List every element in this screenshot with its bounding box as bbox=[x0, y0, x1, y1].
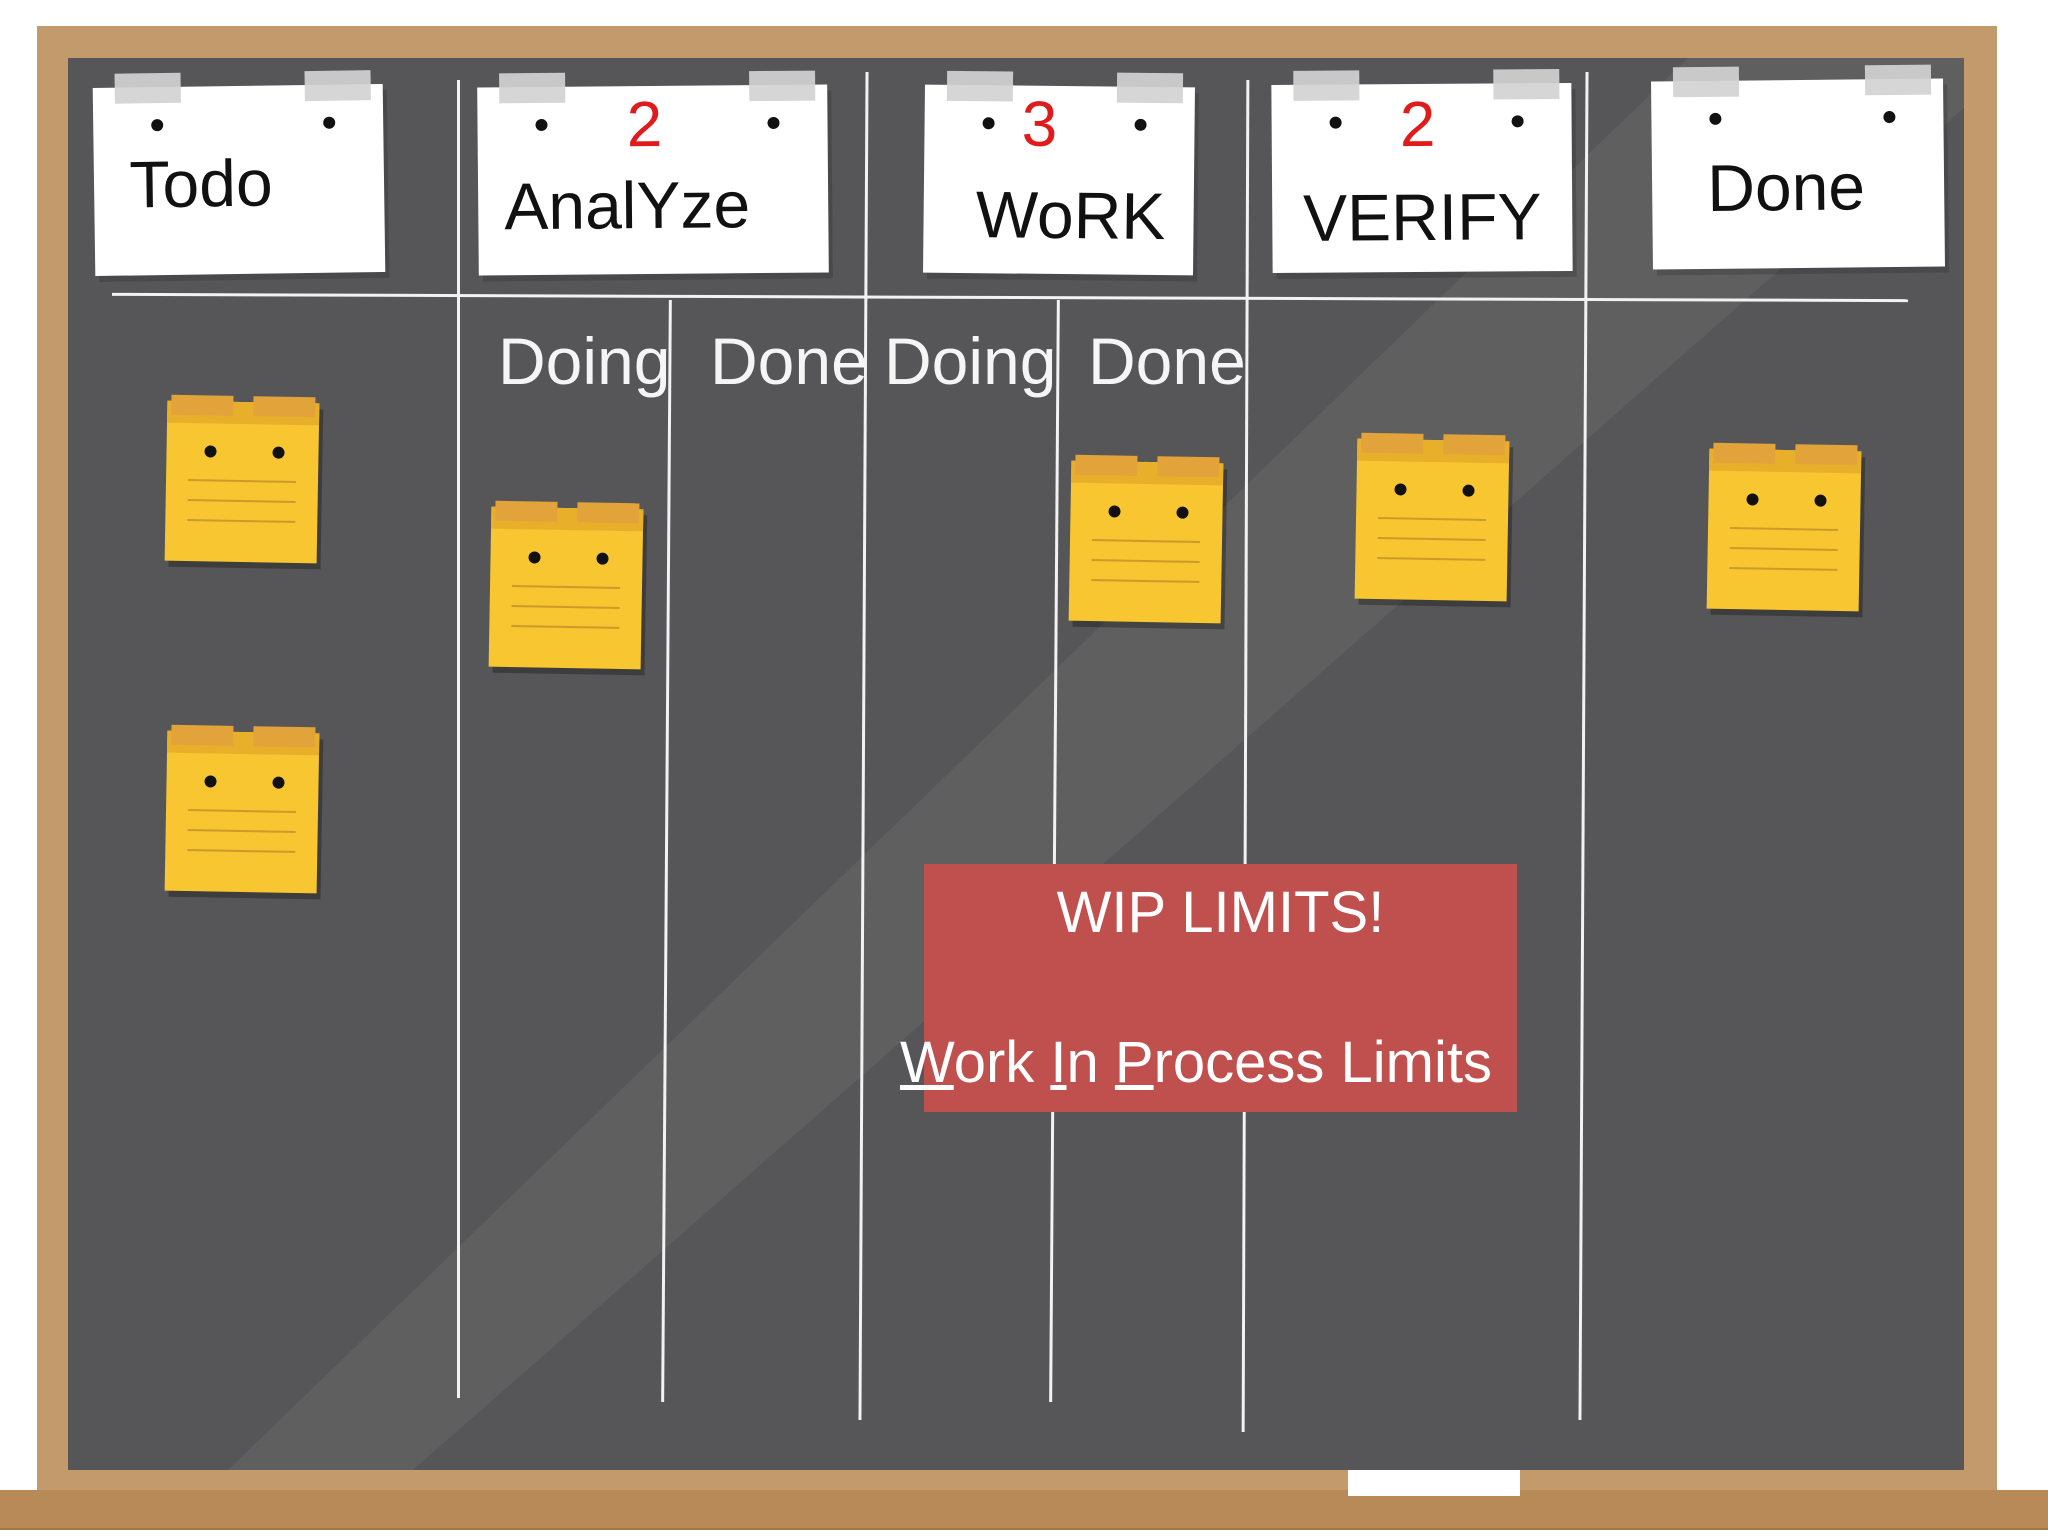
underlined-initial: P bbox=[1114, 1030, 1154, 1095]
scribble-line bbox=[1377, 537, 1486, 541]
scribble-line bbox=[187, 849, 296, 853]
tape bbox=[114, 72, 181, 104]
pin-hole bbox=[272, 776, 285, 789]
column-title: Todo bbox=[128, 145, 274, 222]
pin-hole bbox=[1462, 484, 1475, 497]
column-header-todo: Todo bbox=[92, 70, 386, 277]
column-title: Done bbox=[1706, 149, 1866, 225]
chalkboard-sheen bbox=[228, 58, 1964, 1470]
tape bbox=[1075, 454, 1138, 476]
sticky-note bbox=[488, 500, 644, 670]
subtitle-text: rocess Limits bbox=[1153, 1030, 1492, 1095]
sticky-note bbox=[1354, 432, 1510, 602]
sticky-note bbox=[1068, 454, 1224, 624]
column-header-analyze: 2 AnalYze bbox=[477, 70, 829, 276]
pin-hole bbox=[204, 445, 217, 458]
scribble-line bbox=[512, 585, 621, 589]
sticky-note bbox=[164, 394, 320, 564]
scribble-line bbox=[511, 625, 620, 629]
tape bbox=[171, 724, 234, 746]
tape bbox=[1672, 66, 1740, 98]
pin-hole bbox=[204, 775, 217, 788]
scribble-line bbox=[1729, 547, 1838, 551]
sticky-note bbox=[1706, 442, 1862, 612]
scribble-line bbox=[1378, 517, 1487, 521]
tape bbox=[1157, 456, 1220, 478]
pin-hole bbox=[1746, 493, 1759, 506]
scribble-line bbox=[511, 605, 620, 609]
subcolumn-label-work-done: Done bbox=[1088, 324, 1246, 398]
subcolumn-label-work-doing: Doing bbox=[884, 324, 1057, 398]
pin-hole bbox=[1814, 494, 1827, 507]
scribble-line bbox=[1377, 557, 1486, 561]
pin-hole bbox=[1176, 506, 1189, 519]
scribble-line bbox=[1730, 527, 1839, 531]
tape bbox=[1443, 434, 1506, 456]
wip-limit-number: 2 bbox=[1399, 87, 1436, 161]
chalkboard bbox=[68, 58, 1964, 1470]
scribble-line bbox=[187, 499, 296, 503]
column-header-done: Done bbox=[1651, 64, 1945, 270]
tape bbox=[253, 726, 316, 748]
wip-limits-banner bbox=[924, 864, 1517, 1112]
scribble-line bbox=[1091, 579, 1200, 583]
tape bbox=[253, 396, 316, 418]
tape bbox=[171, 394, 234, 416]
pin-hole bbox=[1108, 505, 1121, 518]
subcolumn-label-analyze-done: Done bbox=[710, 324, 868, 398]
tape bbox=[577, 502, 640, 524]
wip-limits-subtitle: Work In Process Limits bbox=[900, 1034, 1492, 1092]
scribble-line bbox=[1729, 567, 1838, 571]
subtitle-text: ork bbox=[953, 1030, 1051, 1095]
wip-limit-number: 3 bbox=[1021, 87, 1058, 160]
underlined-initial: I bbox=[1050, 1030, 1067, 1095]
column-divider-todo-analyze bbox=[457, 80, 460, 1398]
tape bbox=[1795, 444, 1858, 466]
pin-hole bbox=[1709, 112, 1722, 125]
column-title: WoRK bbox=[975, 177, 1166, 254]
tape bbox=[304, 70, 371, 102]
pin-hole bbox=[528, 551, 541, 564]
scribble-line bbox=[188, 479, 297, 483]
subcolumn-label-analyze-doing: Doing bbox=[498, 324, 671, 398]
tape bbox=[495, 500, 558, 522]
pin-hole bbox=[596, 552, 609, 565]
wip-limits-title: WIP LIMITS! bbox=[1056, 880, 1385, 945]
pin-hole bbox=[1394, 483, 1407, 496]
column-title: AnalYze bbox=[503, 167, 751, 244]
pin-hole bbox=[323, 116, 336, 129]
tape bbox=[1361, 432, 1424, 454]
tape bbox=[1864, 64, 1932, 96]
chalk-stick bbox=[1348, 1470, 1520, 1496]
scribble-line bbox=[1092, 539, 1201, 543]
scribble-line bbox=[187, 519, 296, 523]
column-header-work: 3 WoRK bbox=[923, 70, 1195, 276]
board-ledge bbox=[0, 1490, 2048, 1530]
column-title: VERIFY bbox=[1302, 179, 1542, 255]
pin-hole bbox=[151, 119, 164, 132]
sticky-note bbox=[164, 724, 320, 894]
scribble-line bbox=[187, 829, 296, 833]
wip-limit-number: 2 bbox=[626, 87, 663, 161]
scribble-line bbox=[1091, 559, 1200, 563]
pin-hole bbox=[1883, 110, 1896, 124]
scribble-line bbox=[188, 809, 297, 813]
pin-hole bbox=[272, 446, 285, 459]
tape bbox=[1713, 442, 1776, 464]
column-header-verify: 2 VERIFY bbox=[1271, 69, 1573, 274]
subtitle-text: n bbox=[1066, 1030, 1115, 1095]
underlined-initial: W bbox=[900, 1030, 954, 1095]
